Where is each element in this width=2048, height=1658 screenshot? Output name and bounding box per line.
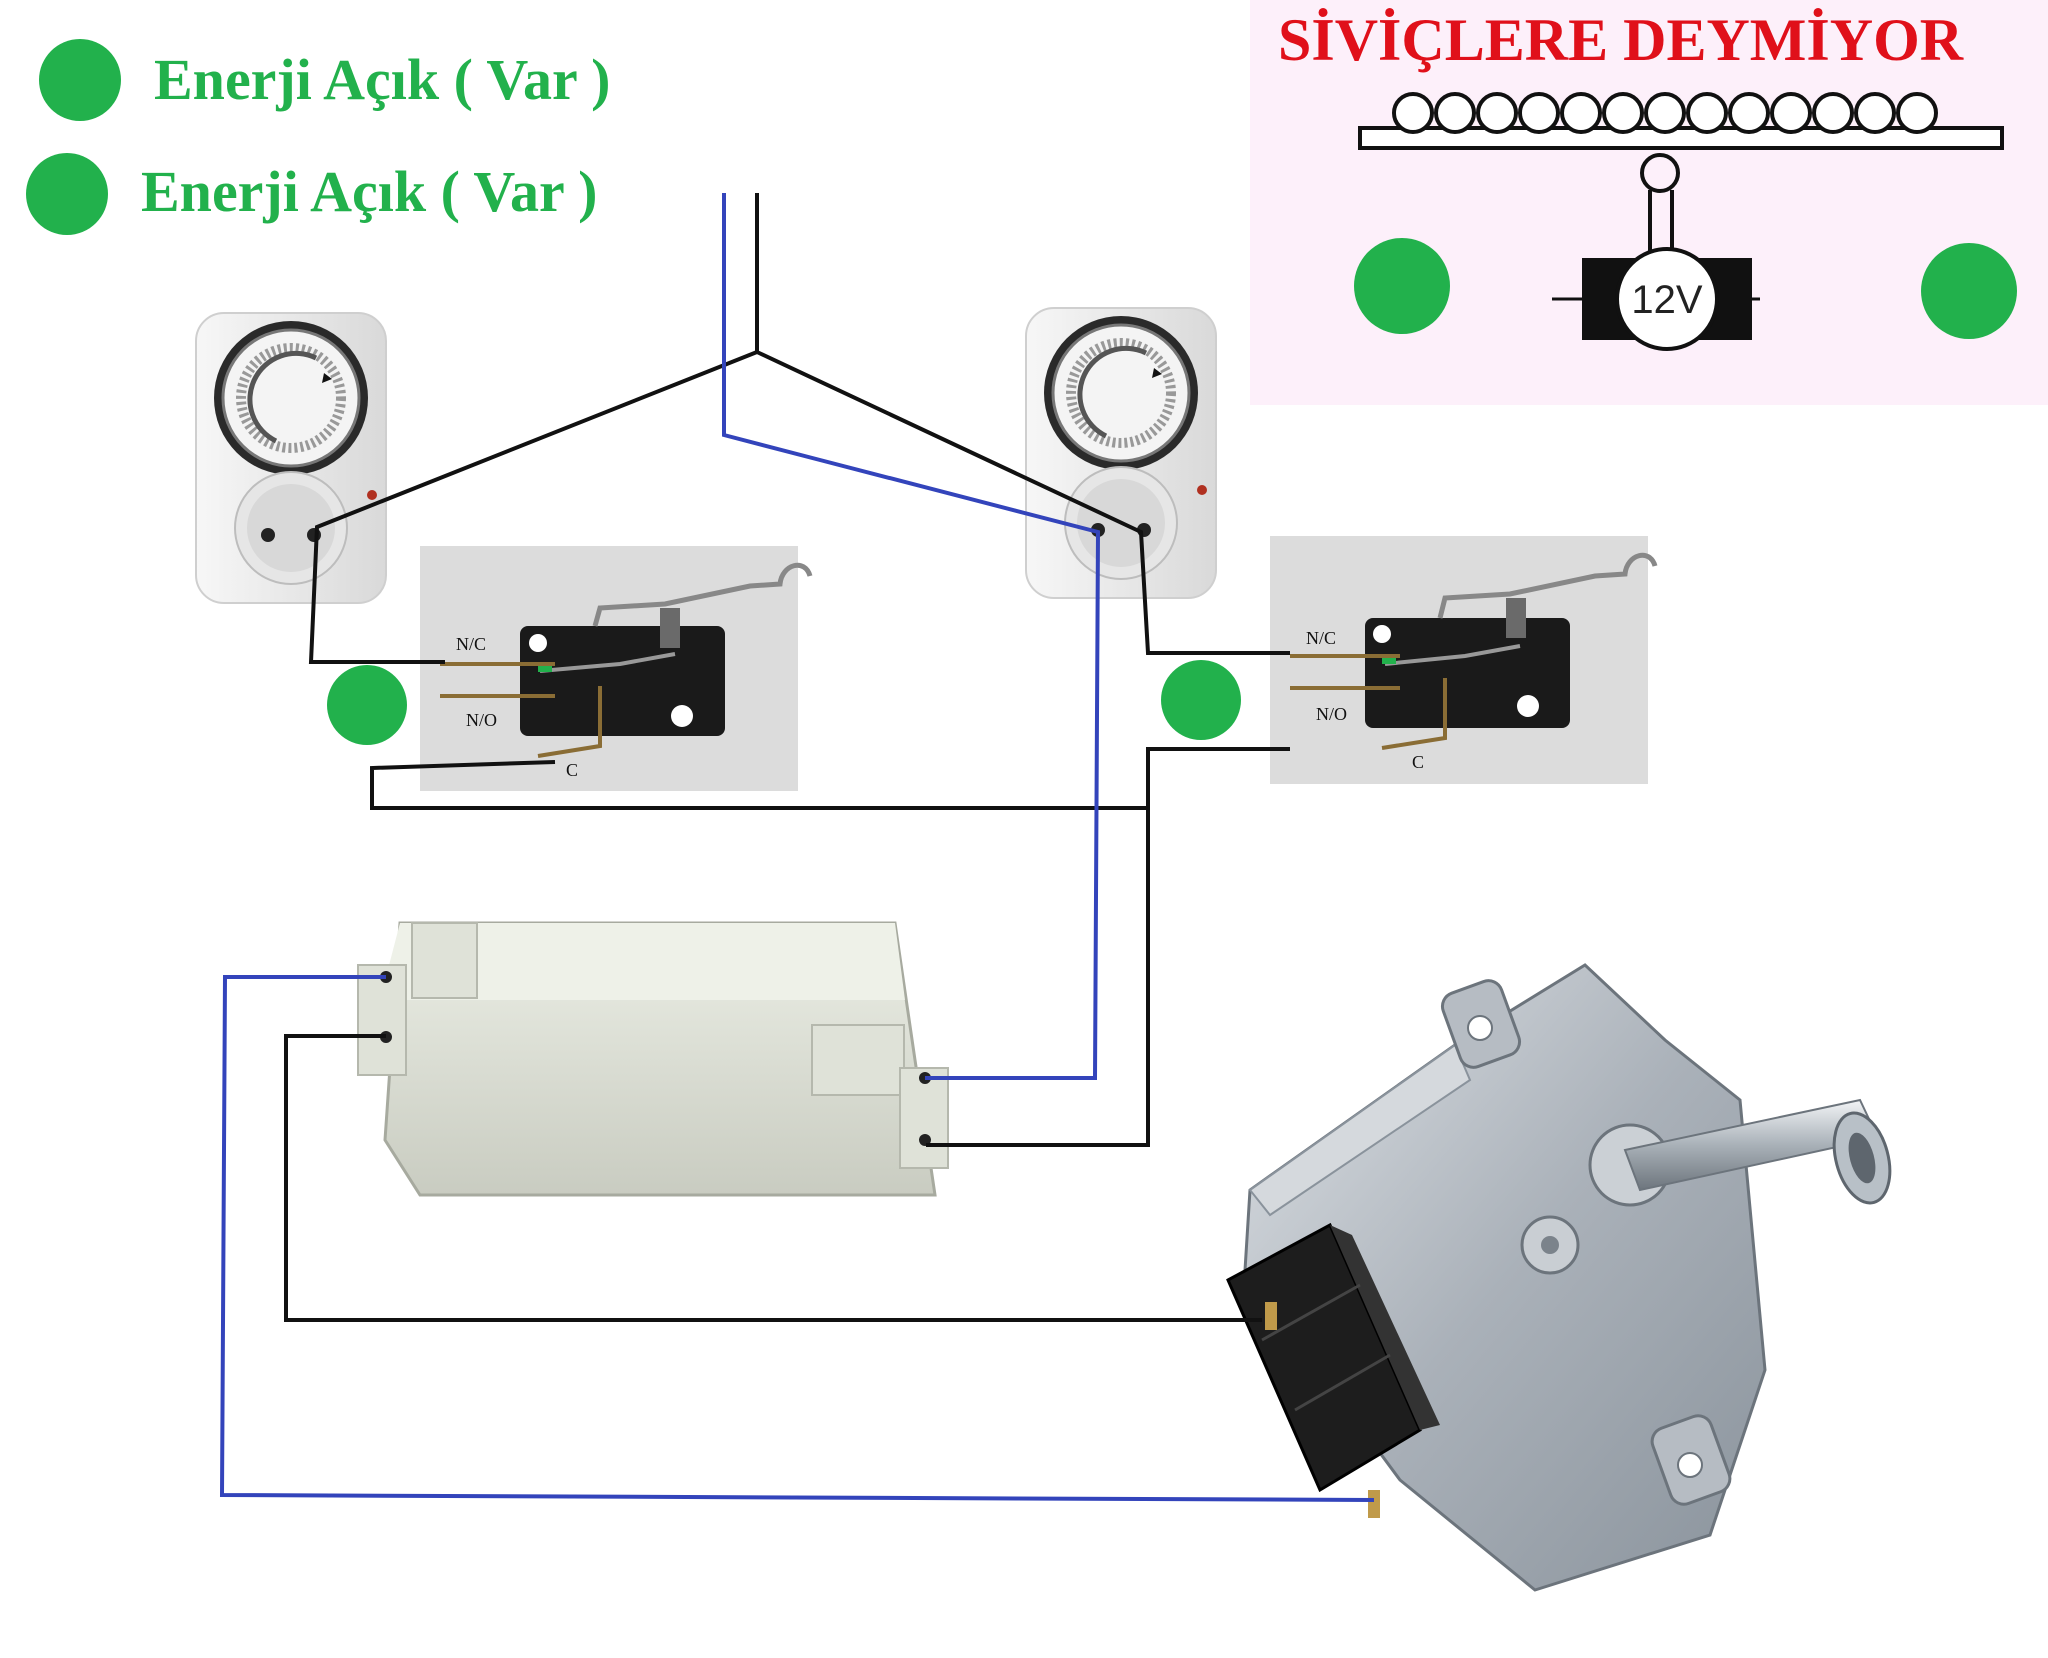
- roller-icon: [1644, 92, 1686, 134]
- timer-socket-icon: [1025, 307, 1217, 599]
- micro-switch-icon: N/C N/O C: [1270, 536, 1658, 784]
- switch-c-label: C: [566, 760, 578, 780]
- indicator-dot-icon: [1161, 660, 1241, 740]
- roller-icon: [1392, 92, 1434, 134]
- indicator-dot-icon: [327, 665, 407, 745]
- micro-switch-icon: N/C N/O C: [420, 546, 813, 791]
- switch-nc-label: N/C: [456, 634, 486, 654]
- switch-no-label: N/O: [466, 710, 497, 730]
- roller-icon: [1602, 92, 1644, 134]
- power-supply-icon: [357, 921, 949, 1197]
- switch-c-label: C: [1412, 752, 1424, 772]
- roller-row: [1358, 92, 2004, 150]
- motor-link: [1640, 153, 1680, 258]
- neutral-wires: [219, 193, 1375, 1502]
- roller-icon: [1728, 92, 1770, 134]
- indicator-dot-icon: [1921, 243, 2017, 339]
- legend-label-1: Enerji Açık ( Var ): [154, 47, 611, 112]
- roller-icon: [1812, 92, 1854, 134]
- synchronous-motor-icon: [1226, 963, 1892, 1592]
- roller-icon: [1686, 92, 1728, 134]
- legend-label-2: Enerji Açık ( Var ): [141, 159, 598, 224]
- roller-icon: [1518, 92, 1560, 134]
- indicator-dot-icon: [1354, 238, 1450, 334]
- switch-nc-label: N/C: [1306, 628, 1336, 648]
- timer-socket-icon: [195, 312, 387, 604]
- indicator-dot-icon: [26, 153, 108, 235]
- inset-warning-title: SİVİÇLERE DEYMİYOR: [1278, 7, 1964, 73]
- roller-icon: [1854, 92, 1896, 134]
- dc-motor-icon: 12V: [1552, 247, 1760, 351]
- inset-panel: 12V: [1250, 0, 2048, 405]
- switch-no-label: N/O: [1316, 704, 1347, 724]
- roller-icon: [1896, 92, 1938, 134]
- roller-icon: [1434, 92, 1476, 134]
- roller-icon: [1476, 92, 1518, 134]
- roller-icon: [1560, 92, 1602, 134]
- indicator-dot-icon: [39, 39, 121, 121]
- motor-voltage-label: 12V: [1631, 278, 1702, 322]
- phase-wires: [284, 193, 1290, 1322]
- roller-icon: [1770, 92, 1812, 134]
